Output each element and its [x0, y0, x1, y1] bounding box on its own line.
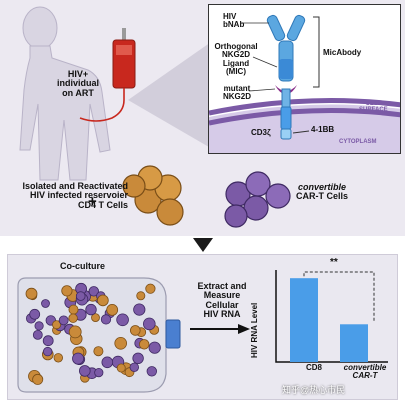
- patient-label: HIV+ individual on ART: [56, 69, 99, 98]
- cart-cell: [32, 330, 43, 340]
- micabody-label: MicAbody: [323, 48, 362, 57]
- cd4-cell: [116, 363, 126, 373]
- cart-cell: [129, 362, 140, 373]
- cart-cell: [79, 365, 91, 377]
- cart-label: convertible CAR-T Cells: [295, 182, 348, 202]
- cart-cell: [116, 313, 129, 327]
- micabody-diagram: [209, 14, 400, 153]
- 41bb-label: 4-1BB: [311, 125, 335, 134]
- cart-cell: [29, 308, 41, 320]
- significance-label: **: [330, 257, 338, 268]
- mutant-nkg2d-label: mutant NKG2D: [222, 84, 251, 102]
- cd4-cell: [25, 287, 38, 300]
- membrane-outer: [209, 98, 400, 116]
- patient-illustration: [19, 6, 210, 181]
- cd4-cell: [91, 313, 100, 322]
- flask-cells: [25, 282, 161, 385]
- cd4-cell-cluster: [122, 165, 184, 226]
- cd4-cell: [145, 283, 156, 294]
- cart-cell: [148, 341, 161, 354]
- coculture-label: Co-culture: [60, 261, 105, 271]
- bnab-label: HIV bNAb: [223, 12, 245, 30]
- tick-label-cd8: CD8: [305, 363, 322, 372]
- cd4-cell: [53, 353, 64, 363]
- cart-cell: [143, 317, 156, 331]
- cd4-cell: [114, 337, 127, 350]
- cart-cell: [42, 335, 54, 347]
- cell-surface-label: CELL SURFACE: [359, 101, 388, 114]
- cart-cell: [43, 346, 53, 357]
- cart-cell: [132, 352, 144, 365]
- extract-label: Extract and Measure Cellular HIV RNA: [197, 281, 247, 320]
- cd4-cell: [97, 294, 109, 307]
- cart-cell: [72, 352, 85, 365]
- bar-convertible-car-t: [340, 324, 368, 362]
- cd4-cell: [106, 304, 119, 316]
- plus-sign: +: [88, 193, 97, 210]
- significance-bracket: [303, 271, 375, 323]
- cd4-cell: [130, 325, 141, 336]
- chart-ylabel: HIV RNA Level: [250, 302, 259, 358]
- cd4-cell: [52, 320, 62, 330]
- cd4-cell: [138, 339, 150, 350]
- cart-cell: [101, 356, 114, 369]
- car-stalk: [280, 88, 292, 140]
- cell-clusters: [122, 165, 291, 228]
- human-silhouette: [19, 6, 111, 181]
- cart-cell: [75, 291, 86, 301]
- cart-cell: [133, 303, 146, 316]
- cart-cell: [58, 315, 69, 326]
- cart-cell: [94, 368, 104, 378]
- cart-cell: [146, 366, 158, 377]
- iv-bag: [79, 28, 136, 122]
- cd4-cell: [68, 313, 78, 323]
- cd4-cell: [68, 325, 82, 339]
- cd4-cell: [61, 285, 73, 297]
- cart-cell: [34, 321, 44, 331]
- watermark: 知乎@热心市民: [282, 385, 346, 395]
- cd4-cell: [136, 291, 146, 301]
- cd4-cell: [93, 346, 104, 357]
- down-arrow-icon: [193, 238, 213, 252]
- reservoir-label: Isolated and Reactivated HIV infected re…: [22, 181, 128, 210]
- cytoplasm-label: CYTOPLASM: [339, 139, 377, 145]
- zoom-connector: [128, 42, 210, 148]
- mic-ligand: [279, 59, 293, 79]
- cart-cell: [100, 314, 112, 325]
- hiv-rna-chart: [275, 270, 388, 363]
- ligand-label: Orthogonal NKG2D Ligand (MIC): [214, 42, 258, 77]
- cart-cell: [85, 303, 97, 316]
- tick-label-cart: convertible CAR-T: [343, 363, 387, 381]
- membrane-inner: [209, 108, 400, 126]
- culture-flask: [17, 277, 181, 393]
- cart-cell: [41, 299, 50, 308]
- bar-cd8: [290, 278, 318, 362]
- cart-cell: [88, 286, 100, 297]
- micabody-inset: HIV bNAb Orthogonal NKG2D Ligand (MIC) m…: [208, 4, 401, 154]
- flask-cap: [165, 319, 181, 349]
- cd3-label: CD3ζ: [251, 128, 271, 137]
- right-arrow-icon: [190, 324, 250, 334]
- cd4-cell: [32, 373, 44, 385]
- cd4-cell: [68, 304, 79, 315]
- cart-cell-cluster: [224, 171, 291, 228]
